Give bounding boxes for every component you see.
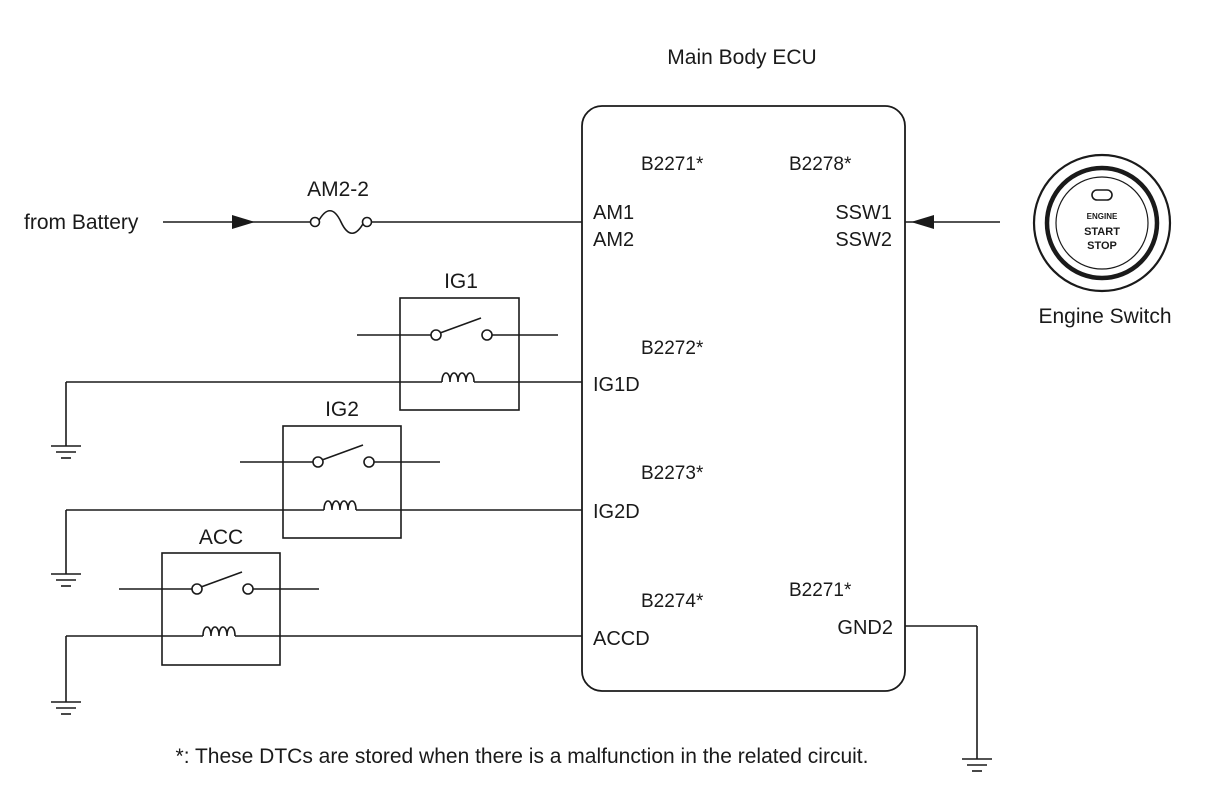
ground-icon-acc: [51, 636, 81, 715]
fuse-label: AM2-2: [307, 178, 369, 201]
ssw-wire: [905, 215, 1000, 229]
pin-ig2d: IG2D: [593, 501, 640, 523]
ground-icon-gnd2: [905, 625, 992, 772]
engine-switch-text-1: ENGINE: [1087, 212, 1118, 221]
relay-ig2-label: IG2: [325, 398, 359, 421]
ground-icon-ig1: [51, 382, 81, 459]
dtc-ig2: B2273*: [641, 463, 704, 484]
dtc-gnd: B2271*: [789, 580, 852, 601]
pin-gnd2: GND2: [837, 617, 893, 639]
pin-ssw2: SSW2: [835, 229, 892, 251]
dtc-acc: B2274*: [641, 591, 704, 612]
fuse-icon: [309, 209, 373, 235]
pin-ig1d: IG1D: [593, 374, 640, 396]
relay-ig1-coil-icon: [441, 372, 475, 383]
relay-ig2: [66, 425, 582, 539]
battery-wire: [163, 215, 582, 229]
pin-accd: ACCD: [593, 628, 650, 650]
pin-am2: AM2: [593, 229, 634, 251]
relay-ig1: [66, 297, 582, 411]
ground-icon-ig2: [51, 510, 81, 587]
footnote: *: These DTCs are stored when there is a…: [176, 745, 869, 768]
battery-label: from Battery: [24, 211, 139, 234]
main-body-ecu-box: [581, 105, 906, 692]
dtc-ig1: B2272*: [641, 338, 704, 359]
engine-switch-icon: ENGINE START STOP: [1032, 153, 1172, 293]
dtc-ssw: B2278*: [789, 154, 852, 175]
engine-switch-label: Engine Switch: [1038, 305, 1171, 328]
pin-ssw1: SSW1: [835, 202, 892, 224]
relay-acc: [66, 552, 582, 666]
relay-acc-coil-icon: [202, 626, 236, 637]
engine-switch-text-3: STOP: [1087, 240, 1117, 252]
pin-am1: AM1: [593, 202, 634, 224]
relay-ig1-label: IG1: [444, 270, 478, 293]
relay-ig2-coil-icon: [323, 500, 357, 511]
dtc-am: B2271*: [641, 154, 704, 175]
relay-acc-label: ACC: [199, 526, 243, 549]
engine-switch-text-2: START: [1084, 226, 1120, 238]
ecu-title: Main Body ECU: [667, 46, 816, 69]
